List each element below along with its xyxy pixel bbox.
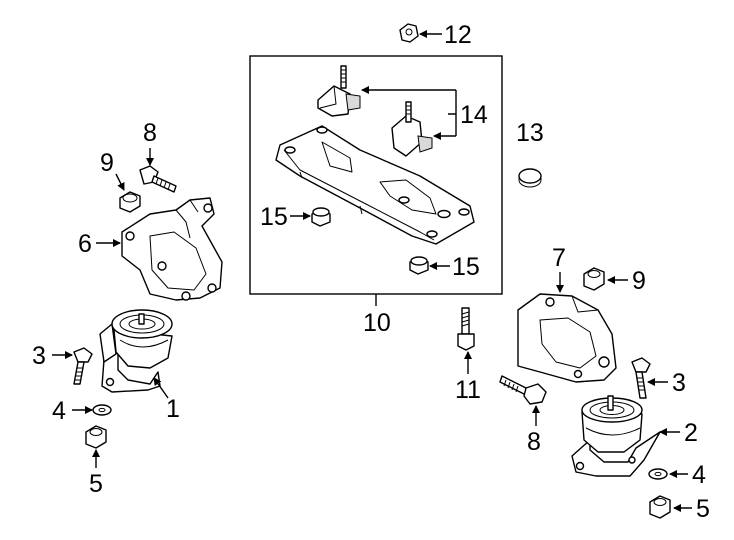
nut-9-right — [583, 267, 605, 291]
mount-1-left — [99, 309, 173, 393]
nut-9-left — [119, 191, 141, 213]
callout-5-right: 5 — [696, 495, 710, 523]
callout-15-right: 15 — [452, 253, 480, 281]
nut-5-right — [649, 495, 671, 519]
callout-1-arrow — [153, 377, 169, 399]
callout-10: 10 — [363, 309, 391, 337]
callout-14: 14 — [460, 101, 488, 129]
bolt-11 — [457, 307, 475, 351]
callout-2: 2 — [684, 419, 698, 447]
nut-15-right — [409, 256, 429, 275]
callout-8-right: 8 — [527, 428, 541, 456]
callout-4-left: 4 — [52, 397, 66, 425]
crossmember — [275, 125, 475, 245]
callout-9-right: 9 — [632, 267, 646, 295]
plug-13 — [518, 168, 542, 188]
callout-12: 12 — [444, 21, 472, 49]
bolt-8-top — [139, 165, 177, 193]
bolt-8-right — [499, 375, 547, 405]
washer-4-left — [92, 404, 112, 416]
bracket-lower — [391, 101, 433, 157]
callout-3-right: 3 — [672, 369, 686, 397]
mount-2-right — [571, 395, 661, 477]
washer-4-right-hole — [654, 471, 662, 477]
callout-3-left: 3 — [32, 342, 46, 370]
nut-12 — [399, 23, 419, 43]
bracket-6 — [121, 197, 223, 301]
callout-11: 11 — [455, 376, 481, 404]
nut-5-left — [85, 425, 107, 449]
callout-14-bracket — [448, 90, 457, 136]
callout-9-left: 9 — [100, 149, 114, 177]
bracket-upper — [317, 65, 361, 117]
callout-7: 7 — [552, 244, 566, 272]
callout-1: 1 — [166, 395, 180, 423]
bolt-3-right — [631, 357, 651, 399]
callout-9-left-arrow — [115, 173, 125, 191]
callout-13: 13 — [516, 119, 544, 147]
bolt-3-left — [73, 347, 93, 385]
callout-5-left: 5 — [89, 470, 103, 498]
callout-8-top: 8 — [143, 119, 157, 147]
bracket-7 — [517, 293, 617, 383]
callout-15-left: 15 — [260, 203, 288, 231]
nut-15-left — [311, 207, 331, 227]
callout-4-right: 4 — [692, 461, 706, 489]
washer-4-right — [648, 468, 668, 480]
callout-6: 6 — [78, 230, 92, 258]
washer-4-left-hole — [98, 407, 106, 413]
